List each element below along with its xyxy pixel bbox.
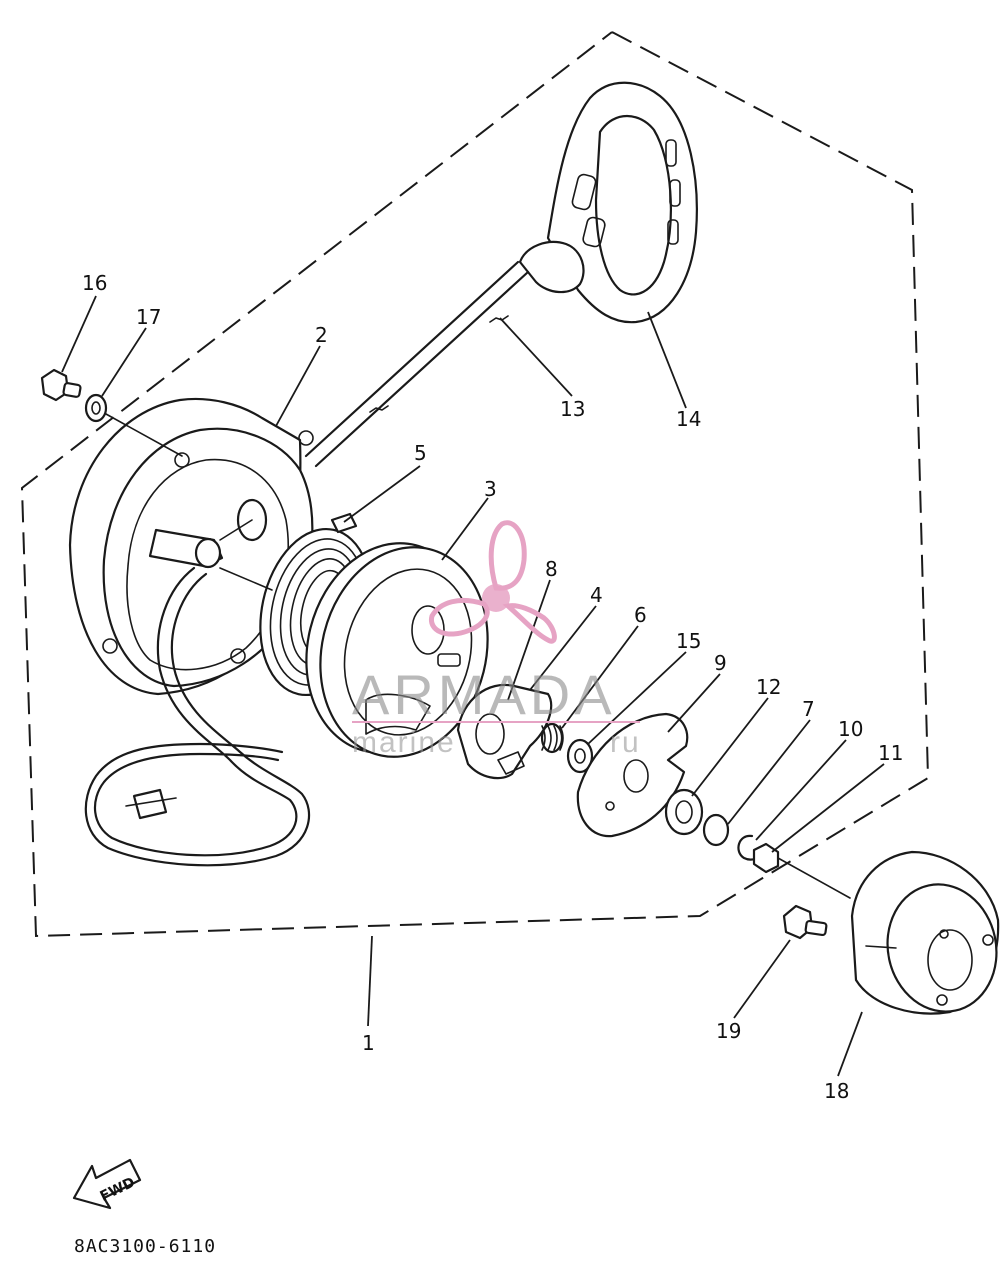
callout-5: 5 <box>414 441 427 465</box>
callout-17: 17 <box>136 305 161 329</box>
diagram-code: 8AC3100-6110 <box>74 1236 216 1257</box>
part-12-washer <box>664 788 704 836</box>
explode-centerline <box>219 567 273 591</box>
part-15-washer <box>566 738 594 774</box>
part-11-nut <box>752 842 851 899</box>
watermark-brand: ARMADA <box>352 663 616 726</box>
part-16-bolt <box>40 368 82 402</box>
callout-2: 2 <box>315 323 328 347</box>
callout-15: 15 <box>676 629 701 653</box>
callout-13: 13 <box>560 397 585 421</box>
watermark-sub: marine <box>352 726 456 759</box>
callout-7: 7 <box>802 697 815 721</box>
part-9-friction-plate <box>576 712 689 838</box>
callout-10: 10 <box>838 717 863 741</box>
callout-18: 18 <box>824 1079 849 1103</box>
watermark-propeller-logo <box>429 520 557 644</box>
rope-loop <box>84 566 311 867</box>
callout-6: 6 <box>634 603 647 627</box>
part-19-bolt <box>782 904 828 940</box>
callout-12: 12 <box>756 675 781 699</box>
callout-19: 19 <box>716 1019 741 1043</box>
part-14-handle <box>518 81 698 324</box>
assembly-boundary <box>20 31 930 938</box>
fwd-arrow: FWD <box>72 1158 142 1210</box>
callout-labels: 1 2 3 4 5 6 7 8 9 10 11 12 13 14 15 16 1… <box>82 271 903 1103</box>
callout-3: 3 <box>484 477 497 501</box>
part-3-drum <box>305 542 489 758</box>
leader-lines <box>61 295 885 1077</box>
watermark: ARMADA marine ru <box>352 520 641 759</box>
watermark-sub-tail: ru <box>610 726 641 759</box>
part-17-washer <box>84 393 183 457</box>
callout-16: 16 <box>82 271 107 295</box>
callout-9: 9 <box>714 651 727 675</box>
part-18-pulley <box>850 850 1000 1015</box>
callout-14: 14 <box>676 407 701 431</box>
part-7-washer <box>702 813 730 847</box>
callout-4: 4 <box>590 583 603 607</box>
callout-1: 1 <box>362 1031 375 1055</box>
part-13-rope <box>304 260 530 468</box>
callout-11: 11 <box>878 741 903 765</box>
part-4-pawl <box>456 683 553 780</box>
part-6-coil-spring <box>540 722 564 754</box>
callout-8: 8 <box>545 557 558 581</box>
